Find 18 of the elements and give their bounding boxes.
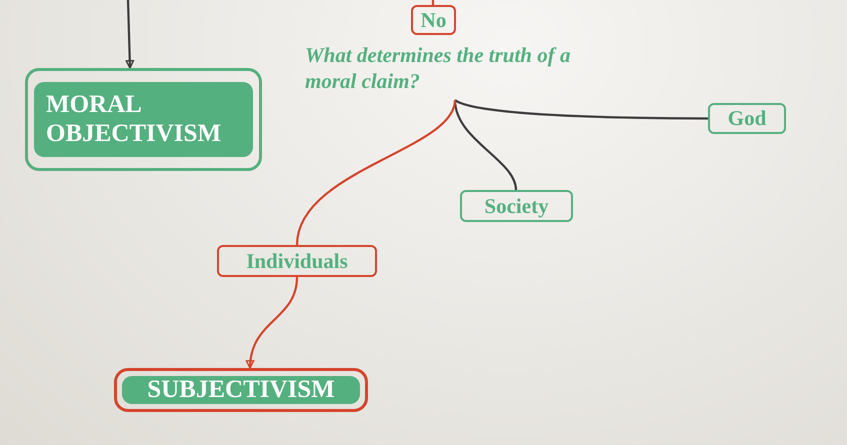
- outcome-label: MORAL OBJECTIVISM: [46, 90, 222, 148]
- option-box: [708, 103, 786, 134]
- option-label: No: [420, 8, 446, 32]
- option-box: [217, 245, 377, 277]
- outcome-frame: [114, 368, 368, 412]
- connector: [246, 276, 298, 369]
- connector: [454, 99, 708, 120]
- option-label: God: [728, 106, 766, 131]
- option-label: Individuals: [246, 248, 348, 274]
- option-box: [460, 190, 573, 222]
- option-label: Society: [484, 194, 549, 218]
- connector: [296, 100, 456, 246]
- outcome-frame: [25, 68, 262, 171]
- connector: [432, 0, 434, 5]
- outcome-label: SUBJECTIVISM: [147, 376, 335, 404]
- question-label: What determines the truth of a moral claim?: [304, 42, 572, 94]
- option-box: [411, 5, 456, 35]
- connector: [125, 0, 134, 69]
